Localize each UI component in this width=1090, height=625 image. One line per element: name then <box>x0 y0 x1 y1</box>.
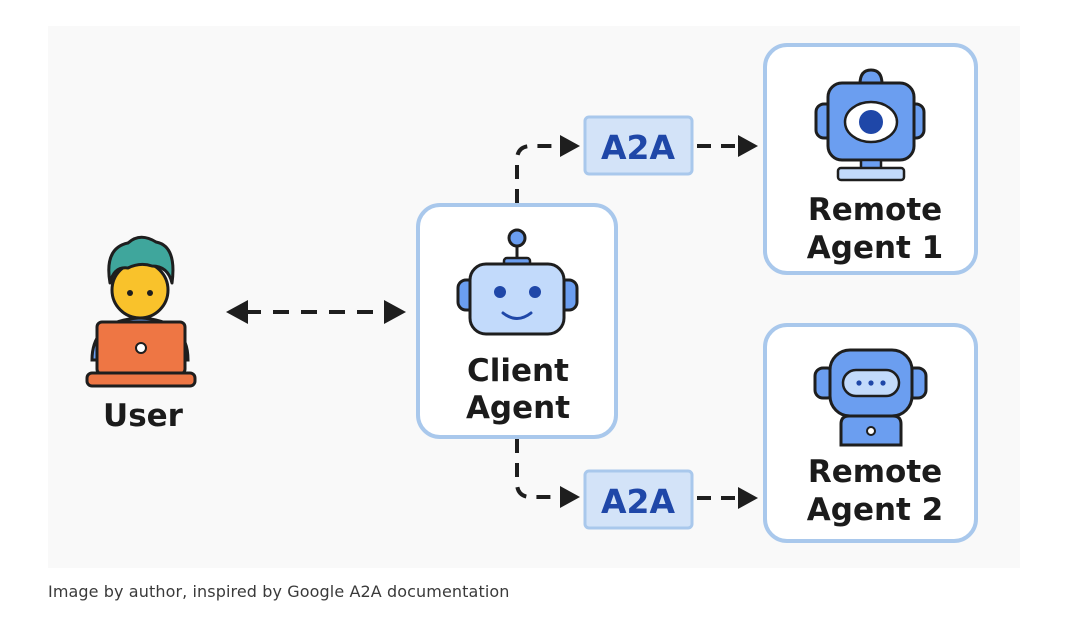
user-icon <box>85 235 197 388</box>
remote-agent-2-label-line1: Remote <box>808 454 942 490</box>
remote-agent-1-label-line2: Agent 1 <box>807 230 943 266</box>
remote-agent-1-label-line1: Remote <box>808 192 942 228</box>
a2a-bottom-box <box>583 469 694 530</box>
remote-robot-1-icon <box>814 68 926 182</box>
remote-robot-2-icon <box>813 348 928 447</box>
diagram-panel: User Client Agent A2A A2A <box>48 26 1020 568</box>
a2a-bottom-arrow <box>697 487 758 509</box>
client-top-connector <box>515 135 580 203</box>
user-label: User <box>103 398 184 434</box>
image-caption: Image by author, inspired by Google A2A … <box>48 582 510 601</box>
client-bottom-connector <box>515 439 580 508</box>
user-client-arrow <box>226 300 406 324</box>
client-agent-label-line1: Client <box>467 353 569 389</box>
client-robot-icon <box>456 228 579 336</box>
a2a-top-label: A2A <box>601 128 676 167</box>
remote-agent-2-label-line2: Agent 2 <box>807 492 943 528</box>
a2a-bottom-label: A2A <box>601 482 676 521</box>
a2a-top-arrow <box>697 135 758 157</box>
client-agent-label-line2: Agent <box>466 390 570 426</box>
a2a-top-box <box>583 115 694 176</box>
